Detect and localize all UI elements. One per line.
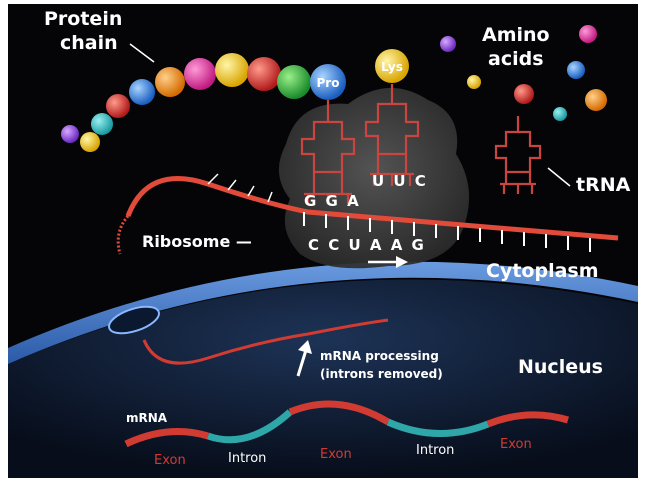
free-amino-acids (440, 25, 607, 121)
intron-segment-1 (206, 409, 293, 444)
amino-acids-label-line2: acids (488, 48, 544, 70)
processing-arrow (296, 349, 308, 377)
exon-label-1: Exon (154, 453, 186, 468)
protein-chain-pointer (129, 43, 155, 63)
trna-label: tRNA (576, 174, 631, 196)
nuclear-pore (108, 305, 160, 335)
mrna-bases (303, 212, 591, 252)
amino-acid-lys (375, 49, 409, 83)
amino-acids-label-line1: Amino (482, 24, 550, 46)
trna-pro (300, 100, 356, 204)
anticodon-right: U U C (372, 172, 428, 190)
intron-label-1: Intron (228, 451, 267, 466)
amino-acid-pro (310, 64, 346, 100)
protein-chain (61, 49, 409, 152)
nucleus-label: Nucleus (518, 356, 603, 378)
trna-pointer (547, 167, 571, 187)
mrna-strand-tail (116, 215, 130, 255)
processed-mrna (142, 318, 389, 365)
protein-chain-label-line1: Protein (44, 8, 123, 30)
translation-arrowhead (396, 256, 408, 268)
intron-label-2: Intron (416, 443, 455, 458)
mrna-processing-label-line1: mRNA processing (320, 349, 439, 363)
exon-segment-2 (288, 400, 390, 426)
intron-segment-2 (386, 418, 490, 438)
diagram-artwork: Pro Lys (8, 25, 638, 478)
lys-label: Lys (381, 60, 403, 74)
ribosome-label: Ribosome — (142, 232, 252, 251)
trna-free (494, 116, 542, 194)
exon-label-2: Exon (320, 447, 352, 462)
exon-label-3: Exon (500, 437, 532, 452)
pro-label: Pro (317, 76, 340, 90)
anticodon-left: G G A (304, 192, 361, 210)
diagram-canvas: Pro Lys Protein chain Amino acids (8, 4, 638, 478)
trna-lys (364, 84, 420, 186)
mrna-processing-label-line2: (introns removed) (320, 367, 443, 381)
processing-arrowhead (298, 340, 312, 354)
exon-segment-3 (486, 411, 570, 428)
mrna-bases-left (207, 173, 273, 203)
protein-chain-label-line2: chain (60, 32, 118, 54)
mrna-label: mRNA (126, 411, 168, 425)
mrna-sequence: C C U A A G (308, 236, 426, 254)
exon-segment-1 (124, 428, 210, 448)
cytoplasm-label: Cytoplasm (486, 260, 599, 282)
